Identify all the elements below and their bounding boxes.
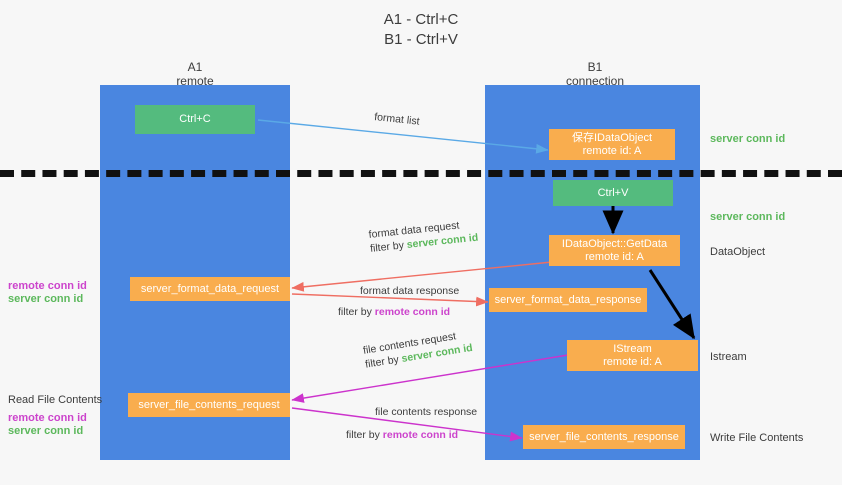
box-save-idataobject-sub: remote id: A — [582, 144, 642, 157]
lane-header-a1-name: A1 — [187, 60, 203, 74]
title-line-1: A1 - Ctrl+C — [383, 11, 459, 28]
arrow-getdata-to-istream — [648, 269, 696, 340]
title-line-2: B1 - Ctrl+V — [384, 31, 458, 48]
arrow-format-data-request — [291, 261, 553, 292]
diagram-title: A1 - Ctrl+C B1 - Ctrl+V — [0, 10, 842, 50]
side-label-write-file-contents: Write File Contents — [710, 432, 804, 444]
box-server-file-contents-response[interactable]: server_file_contents_response — [523, 425, 685, 449]
box-server-format-data-request-label: server_format_data_request — [140, 282, 280, 295]
box-ctrl-c[interactable]: Ctrl+C — [135, 105, 255, 134]
lane-header-a1-sub: remote — [176, 74, 214, 88]
box-save-idataobject-label: 保存IDataObject — [571, 131, 653, 144]
arrow-file-contents-request — [291, 354, 569, 403]
box-istream-label: IStream — [613, 342, 652, 355]
box-server-format-data-response-label: server_format_data_response — [494, 293, 642, 306]
box-server-file-contents-request[interactable]: server_file_contents_request — [128, 393, 290, 417]
filter-value: remote conn id — [382, 429, 459, 441]
side-label-read-file-contents: Read File Contents — [8, 394, 103, 406]
arrow-format-data-response — [291, 293, 489, 307]
side-label-server-conn-id-3: server conn id — [8, 293, 84, 305]
filter-prefix: filter by — [369, 239, 408, 255]
box-server-file-contents-request-label: server_file_contents_request — [138, 398, 280, 411]
phase-divider — [0, 170, 842, 177]
arrow-format-list — [257, 119, 549, 154]
side-label-server-conn-id-4: server conn id — [8, 425, 84, 437]
arrow-file-contents-response — [291, 407, 523, 442]
box-istream-sub: remote id: A — [603, 355, 662, 368]
box-server-file-contents-response-label: server_file_contents_response — [529, 430, 679, 443]
lane-header-b1-name: B1 — [587, 60, 603, 74]
box-server-format-data-request[interactable]: server_format_data_request — [130, 277, 290, 301]
side-label-server-conn-id-1: server conn id — [710, 133, 786, 145]
box-idataobject-getdata-sub: remote id: A — [585, 250, 644, 263]
side-label-remote-conn-id-2: remote conn id — [8, 412, 87, 424]
side-label-server-conn-id-2: server conn id — [710, 211, 786, 223]
filter-prefix: filter by — [338, 306, 375, 318]
box-idataobject-getdata-label: IDataObject::GetData — [561, 237, 668, 250]
box-idataobject-getdata[interactable]: IDataObject::GetData remote id: A — [549, 235, 680, 266]
side-label-istream: Istream — [710, 351, 747, 363]
arrow-label-format-data-response-filter: filter by remote conn id — [338, 305, 459, 319]
arrow-label-format-data-response-line1: format data response — [360, 285, 460, 297]
box-server-format-data-response[interactable]: server_format_data_response — [489, 288, 647, 312]
lane-header-a1: A1 remote — [120, 60, 270, 88]
box-ctrl-v[interactable]: Ctrl+V — [553, 180, 673, 206]
side-label-remote-conn-id-1: remote conn id — [8, 280, 87, 292]
box-ctrl-c-label: Ctrl+C — [179, 113, 211, 125]
arrow-label-file-contents-response-line1: file contents response — [375, 406, 478, 418]
arrow-label-format-data-response: format data response filter by remote co… — [338, 284, 460, 319]
lane-header-b1: B1 connection — [520, 60, 670, 88]
arrow-label-file-contents-response-filter: filter by remote conn id — [346, 428, 477, 442]
lane-header-b1-sub: connection — [565, 74, 625, 88]
box-istream[interactable]: IStream remote id: A — [567, 340, 698, 371]
filter-prefix: filter by — [346, 429, 383, 441]
box-ctrl-v-label: Ctrl+V — [597, 186, 629, 199]
side-label-dataobject: DataObject — [710, 246, 766, 258]
arrow-label-file-contents-response: file contents response filter by remote … — [346, 405, 478, 442]
filter-value: remote conn id — [374, 306, 451, 318]
box-save-idataobject[interactable]: 保存IDataObject remote id: A — [549, 129, 675, 160]
